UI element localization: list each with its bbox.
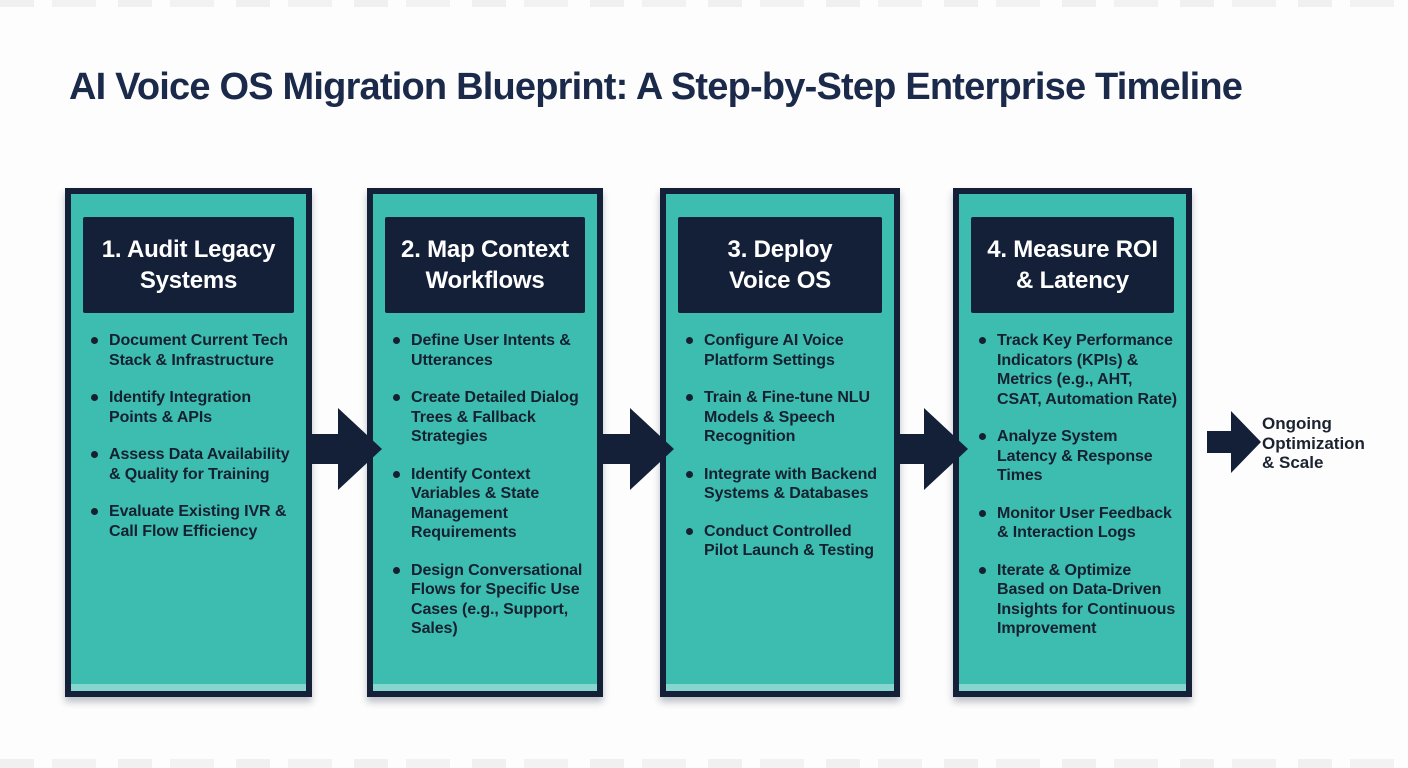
bullet-text: Configure AI Voice Platform Settings (704, 332, 844, 369)
bullet-dot-icon (393, 566, 400, 574)
step-box-2: 2. Map Context Workflows Define User Int… (367, 188, 603, 697)
list-item: Integrate with Backend Systems & Databas… (684, 465, 886, 504)
list-item: Conduct Controlled Pilot Launch & Testin… (684, 522, 886, 561)
arrow-shaft (600, 434, 630, 464)
step-4-bullet-list: Track Key Performance Indicators (KPIs) … (977, 331, 1178, 657)
bullet-dot-icon (393, 394, 400, 401)
step-2-header: 2. Map Context Workflows (385, 217, 585, 313)
step-2-header-line1: 2. Map Context (401, 236, 569, 263)
step-2-bullet-list: Define User Intents & Utterances Create … (391, 331, 589, 657)
bullet-text: Identify Integration Points & APIs (109, 389, 252, 426)
bullet-text: Integrate with Backend Systems & Databas… (704, 465, 877, 503)
arrow-shaft (894, 434, 924, 464)
step-1-bullet-list: Document Current Tech Stack & Infrastruc… (89, 331, 298, 559)
list-item: Analyze System Latency & Response Times (977, 427, 1178, 486)
bullet-dot-icon (979, 337, 986, 344)
bullet-dot-icon (979, 566, 986, 574)
step-3-bullet-list: Configure AI Voice Platform Settings Tra… (684, 331, 886, 579)
arrow-shaft (308, 434, 338, 464)
bullet-text: Iterate & Optimize Based on Data-Driven … (997, 561, 1176, 638)
bullet-text: Monitor User Feedback & Interaction Logs (997, 504, 1172, 542)
bullet-dot-icon (91, 337, 98, 344)
list-item: Define User Intents & Utterances (391, 331, 589, 370)
list-item: Iterate & Optimize Based on Data-Driven … (977, 561, 1178, 639)
bullet-dot-icon (91, 394, 98, 401)
arrow-shaft (1207, 431, 1231, 453)
bullet-text: Document Current Tech Stack & Infrastruc… (109, 332, 288, 369)
bullet-dot-icon (686, 470, 693, 478)
step-4-header-line1: 4. Measure ROI (987, 236, 1158, 263)
list-item: Monitor User Feedback & Interaction Logs (977, 504, 1178, 543)
step-4-header: 4. Measure ROI & Latency (971, 217, 1174, 313)
step-4-header-line2: & Latency (1016, 267, 1129, 294)
arrow-right-icon (600, 408, 674, 490)
bullet-text: Analyze System Latency & Response Times (997, 428, 1153, 484)
bullet-dot-icon (91, 451, 98, 458)
list-item: Evaluate Existing IVR & Call Flow Effici… (89, 502, 298, 541)
list-item: Document Current Tech Stack & Infrastruc… (89, 331, 298, 370)
bullet-dot-icon (979, 433, 986, 440)
step-box-1: 1. Audit Legacy Systems Document Current… (65, 188, 312, 697)
list-item: Assess Data Availability & Quality for T… (89, 445, 298, 484)
bullet-dot-icon (686, 527, 693, 535)
arrow-head (924, 408, 968, 490)
arrow-head (630, 408, 674, 490)
step-1-header-line2: Systems (139, 267, 238, 294)
bullet-text: Train & Fine-tune NLU Models & Speech Re… (704, 389, 870, 445)
cropped-text-remnant-bottom (0, 759, 1408, 768)
bullet-dot-icon (91, 508, 98, 515)
cropped-text-remnant-top (0, 0, 1408, 7)
bullet-text: Conduct Controlled Pilot Launch & Testin… (704, 522, 874, 560)
outcome-label: Ongoing Optimization & Scale (1262, 414, 1365, 472)
bullet-dot-icon (393, 470, 400, 478)
bullet-dot-icon (393, 337, 400, 344)
arrow-head (338, 408, 382, 490)
step-2-header-line2: Workflows (425, 267, 545, 294)
step-3-header: 3. Deploy Voice OS (678, 217, 882, 313)
bullet-dot-icon (686, 394, 693, 401)
bullet-text: Identify Context Variables & State Manag… (411, 465, 540, 542)
list-item: Design Conversational Flows for Specific… (391, 561, 589, 639)
bullet-text: Evaluate Existing IVR & Call Flow Effici… (109, 503, 287, 540)
bullet-text: Track Key Performance Indicators (KPIs) … (997, 332, 1178, 408)
bullet-text: Design Conversational Flows for Specific… (411, 561, 583, 638)
list-item: Identify Integration Points & APIs (89, 388, 298, 427)
bullet-text: Assess Data Availability & Quality for T… (109, 446, 290, 483)
step-1-header: 1. Audit Legacy Systems (83, 217, 294, 313)
list-item: Configure AI Voice Platform Settings (684, 331, 886, 370)
arrow-right-icon (308, 408, 382, 490)
bullet-dot-icon (686, 337, 693, 344)
list-item: Identify Context Variables & State Manag… (391, 465, 589, 543)
arrow-right-icon (1207, 411, 1261, 473)
list-item: Create Detailed Dialog Trees & Fallback … (391, 388, 589, 447)
arrow-head (1231, 411, 1261, 473)
step-3-header-line2: Voice OS (729, 267, 831, 294)
step-3-header-line1: 3. Deploy (727, 236, 833, 263)
list-item: Train & Fine-tune NLU Models & Speech Re… (684, 388, 886, 447)
bullet-text: Create Detailed Dialog Trees & Fallback … (411, 389, 579, 445)
arrow-right-icon (894, 408, 968, 490)
step-1-header-line1: 1. Audit Legacy (101, 236, 276, 263)
bullet-dot-icon (979, 509, 986, 517)
step-box-3: 3. Deploy Voice OS Configure AI Voice Pl… (660, 188, 900, 697)
list-item: Track Key Performance Indicators (KPIs) … (977, 331, 1178, 409)
page-title: AI Voice OS Migration Blueprint: A Step-… (69, 66, 1243, 108)
step-box-4: 4. Measure ROI & Latency Track Key Perfo… (953, 188, 1192, 697)
bullet-text: Define User Intents & Utterances (411, 332, 571, 369)
